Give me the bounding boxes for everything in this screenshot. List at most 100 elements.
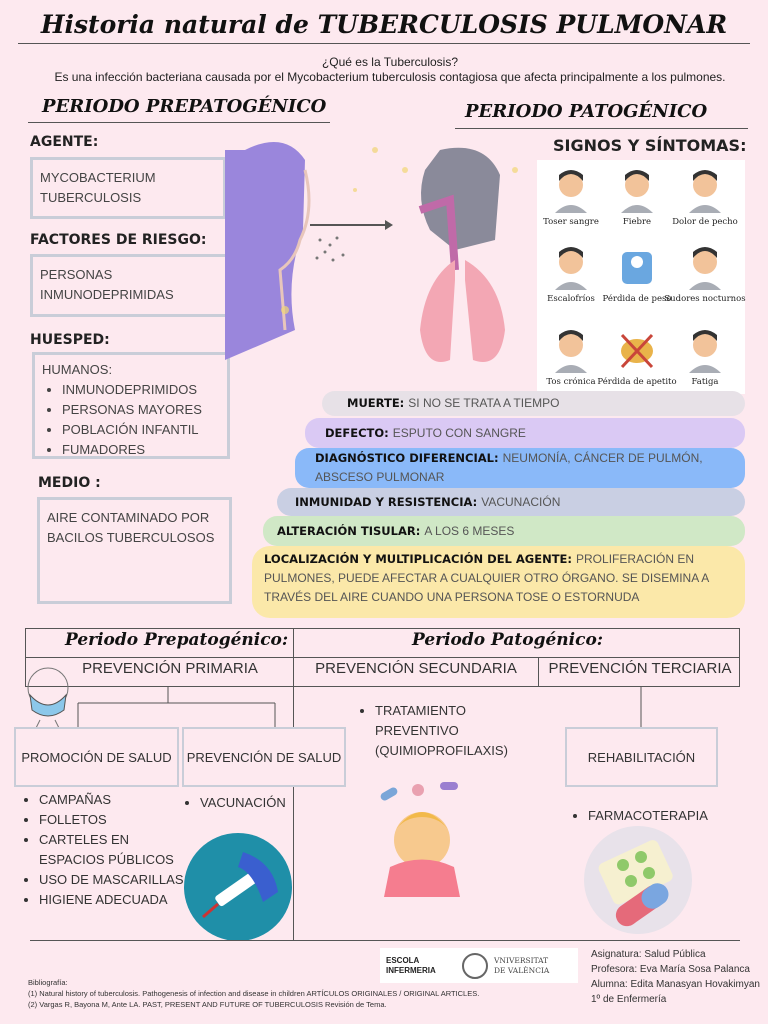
promocion-list: CAMPAÑAS FOLLETOS CARTELES EN ESPACIOS P… [25, 790, 195, 910]
symptom-icon [551, 323, 591, 373]
symptom-icon [551, 240, 591, 290]
stage-text: DIAGNÓSTICO DIFERENCIAL:NEUMONÍA, CÁNCER… [315, 451, 703, 484]
huesped-item: POBLACIÓN INFANTIL [62, 420, 220, 440]
signs-label: SIGNOS Y SÍNTOMAS: [553, 136, 747, 155]
huesped-item: PERSONAS MAYORES [62, 400, 220, 420]
symptom-label: Pérdida de peso [602, 294, 672, 304]
patogenic-heading: PERIODO PATOGÉNICO [465, 101, 708, 122]
prevencion-primaria: PREVENCIÓN PRIMARIA [82, 660, 258, 677]
stage-label: DIAGNÓSTICO DIFERENCIAL: [315, 451, 499, 465]
symptom-item: Toser sangre [537, 163, 605, 228]
prevencion-list: VACUNACIÓN [186, 793, 286, 813]
credit-line: Profesora: Eva María Sosa Palanca [591, 964, 750, 975]
huesped-item: INMUNODEPRIMIDOS [62, 380, 220, 400]
stage-bar: INMUNIDAD Y RESISTENCIA:VACUNACIÓN [277, 488, 745, 516]
vaccine-icon [184, 833, 292, 941]
agente-label: AGENTE: [30, 134, 99, 150]
prevencion-secundaria: PREVENCIÓN SECUNDARIA [315, 660, 517, 677]
credits: Asignatura: Salud Pública Profesora: Eva… [591, 947, 760, 1007]
huesped-intro: HUMANOS: [42, 362, 113, 377]
stage-text: DEFECTO:ESPUTO CON SANGRE [325, 424, 526, 443]
stage-text: INMUNIDAD Y RESISTENCIA:VACUNACIÓN [295, 493, 560, 512]
stage-label: INMUNIDAD Y RESISTENCIA: [295, 494, 478, 509]
list-item: FARMACOTERAPIA [588, 806, 708, 826]
symptom-label: Fiebre [622, 217, 652, 227]
divider [455, 128, 748, 129]
bibliography-item: (2) Vargas R, Bayona M, Ante LA. PAST, P… [28, 1000, 387, 1009]
prepat-header: Periodo Prepatogénico: [65, 630, 289, 650]
stage-text: ALTERACIÓN TISULAR:A LOS 6 MESES [277, 522, 514, 541]
title-divider [18, 43, 750, 44]
symptom-icon [617, 240, 657, 290]
stage-text: LOCALIZACIÓN Y MULTIPLICACIÓN DEL AGENTE… [264, 552, 709, 604]
symptom-label: Tos crónica [546, 377, 596, 387]
bibliography-item: (1) Natural history of tuberculosis. Pat… [28, 989, 480, 998]
bibliography: Bibliografía: (1) Natural history of tub… [28, 977, 479, 1010]
divider [25, 657, 740, 658]
connectors [77, 686, 642, 727]
list-item: TRATAMIENTO PREVENTIVO (QUIMIOPROFILAXIS… [375, 701, 511, 761]
page-title: Historia natural de TUBERCULOSIS PULMONA… [40, 10, 728, 39]
stage-value: SI NO SE TRATA A TIEMPO [408, 396, 560, 410]
pills-icon [584, 826, 692, 934]
person-left-icon [225, 142, 305, 360]
symptom-label: Fatiga [691, 377, 719, 387]
agente-box: MYCOBACTERIUM TUBERCULOSIS [30, 157, 226, 219]
footer-divider [30, 940, 740, 941]
symptom-item: Dolor de pecho [671, 163, 739, 228]
escola-logo: ESCOLA INFERMERIA [386, 955, 436, 975]
list-item: HIGIENE ADECUADA [39, 890, 195, 910]
stage-label: MUERTE: [347, 396, 405, 410]
stage-bar: DIAGNÓSTICO DIFERENCIAL:NEUMONÍA, CÁNCER… [295, 448, 745, 488]
intro: ¿Qué es la Tuberculosis? Es una infecció… [30, 55, 750, 85]
huesped-label: HUESPED: [30, 332, 110, 348]
person-right-icon [421, 147, 500, 250]
list-item: FOLLETOS [39, 810, 195, 830]
symptom-label: Dolor de pecho [672, 217, 738, 227]
symptom-label: Sudores nocturnos [664, 294, 746, 304]
stage-bar: ALTERACIÓN TISULAR:A LOS 6 MESES [263, 516, 745, 546]
factores-box: PERSONAS INMUNODEPRIMIDAS [30, 254, 229, 317]
divider [28, 122, 330, 123]
stage-value: A LOS 6 MESES [424, 523, 515, 538]
symptom-item: Fatiga [671, 323, 739, 388]
list-item: CARTELES EN ESPACIOS PÚBLICOS [39, 830, 195, 870]
university-seal-icon [462, 952, 488, 979]
symptom-icon [617, 163, 657, 213]
rehabilitacion-box: REHABILITACIÓN [565, 727, 718, 787]
intro-answer: Es una infección bacteriana causada por … [54, 70, 726, 84]
symptom-icon [685, 163, 725, 213]
huesped-box: HUMANOS: INMUNODEPRIMIDOS PERSONAS MAYOR… [32, 352, 230, 459]
symptom-item: Sudores nocturnos [664, 240, 746, 305]
rehabilitacion-list: FARMACOTERAPIA [574, 806, 708, 826]
prevencion-box: PREVENCIÓN DE SALUD [182, 727, 346, 787]
symptom-label: Pérdida de apetito [597, 377, 677, 387]
child-pills-icon [380, 782, 460, 897]
pat-header: Periodo Patogénico: [412, 630, 604, 650]
stage-bar: MUERTE:SI NO SE TRATA A TIEMPO [322, 391, 745, 416]
stage-label: ALTERACIÓN TISULAR: [277, 523, 421, 538]
huesped-item: FUMADORES [62, 440, 220, 460]
logos: ESCOLA INFERMERIA VNIVERSITAT DE VALÈNCI… [380, 948, 578, 983]
promocion-box: PROMOCIÓN DE SALUD [14, 727, 179, 787]
stage-text: MUERTE:SI NO SE TRATA A TIEMPO [347, 394, 559, 413]
medio-label: MEDIO : [38, 475, 101, 491]
symptom-item: Pérdida de peso [603, 240, 671, 305]
symptom-item: Fiebre [603, 163, 671, 228]
credit-line: Asignatura: Salud Pública [591, 949, 706, 960]
intro-question: ¿Qué es la Tuberculosis? [321, 55, 459, 69]
secundaria-list: TRATAMIENTO PREVENTIVO (QUIMIOPROFILAXIS… [361, 701, 511, 761]
stage-bar: DEFECTO:ESPUTO CON SANGRE [305, 418, 745, 448]
stage-value: PROLIFERACIÓN EN PULMONES, PUEDE AFECTAR… [264, 552, 709, 604]
symptom-item: Tos crónica [537, 323, 605, 388]
symptom-item: Pérdida de apetito [597, 323, 677, 388]
credit-line: Alumna: Edita Manasyan Hovakimyan [591, 979, 760, 990]
stage-bar: LOCALIZACIÓN Y MULTIPLICACIÓN DEL AGENTE… [252, 546, 745, 618]
lungs-icon [420, 260, 455, 362]
list-item: CAMPAÑAS [39, 790, 195, 810]
list-item: VACUNACIÓN [200, 793, 286, 813]
symptom-label: Toser sangre [543, 217, 599, 227]
symptom-label: Escalofríos [547, 294, 595, 304]
symptom-icon [685, 240, 725, 290]
universitat-logo: VNIVERSITAT DE VALÈNCIA [494, 955, 550, 975]
